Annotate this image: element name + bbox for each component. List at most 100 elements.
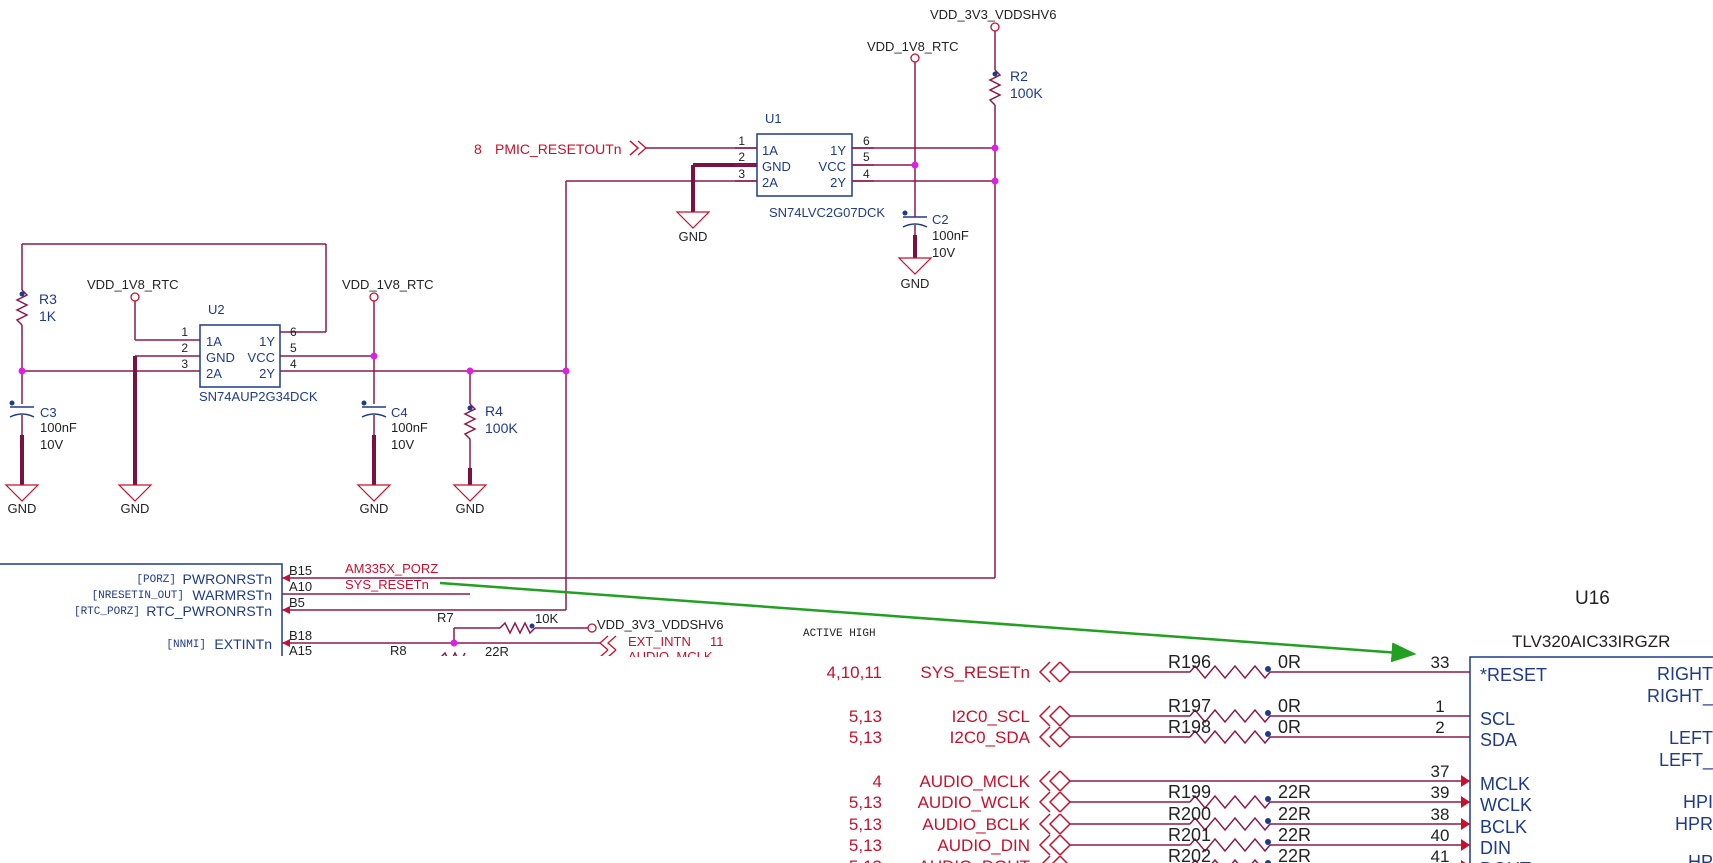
u1-pin-num-3: 3: [738, 167, 745, 181]
am335x-pin-rtcpwronrstn: RTC_PWRONRSTn: [146, 603, 272, 619]
u2-pin-name-3: 2A: [206, 366, 222, 381]
u16-chip[interactable]: [1469, 656, 1713, 863]
u16-pin-name: SCL: [1480, 709, 1515, 729]
codec-net-name[interactable]: AUDIO_DIN: [937, 836, 1030, 855]
u16-right-pin-label: LEFT: [1669, 728, 1713, 748]
u16-ref: U16: [1575, 588, 1610, 609]
codec-res-value: 0R: [1278, 696, 1301, 716]
codec-res-ref: R199: [1168, 782, 1211, 802]
c4-value: 100nF: [391, 420, 428, 435]
gnd-label-u2: GND: [121, 501, 150, 516]
crop-mask-left: [0, 656, 760, 863]
u16-pin-num: 38: [1431, 805, 1450, 824]
codec-net-name[interactable]: AUDIO_WCLK: [918, 793, 1031, 812]
codec-res-dot: [1265, 710, 1271, 716]
r3-ref: R3: [39, 291, 57, 307]
u1-pin-name-1: 1A: [762, 143, 778, 158]
r7-ref: R7: [437, 610, 454, 625]
net-am335x-porz[interactable]: AM335X_PORZ: [345, 561, 438, 576]
u1-pin-num-5: 5: [863, 150, 870, 164]
u2-chip[interactable]: [199, 324, 281, 388]
u2-ref: U2: [208, 302, 225, 317]
capacitor-shapes: [9, 216, 928, 418]
c4-voltage: 10V: [391, 437, 414, 452]
u1-pin-name-3: 2A: [762, 175, 778, 190]
r4-ref: R4: [485, 403, 503, 419]
u16-pin-num: 37: [1431, 762, 1450, 781]
u1-pin-name-6: 1Y: [830, 143, 846, 158]
u16-right-pin-label: RIGHT_: [1647, 686, 1713, 707]
codec-net-name[interactable]: AUDIO_DOUT: [919, 857, 1030, 863]
u16-pin-name: DOUT: [1480, 859, 1531, 863]
net-vdd1v8-u2-b: VDD_1V8_RTC: [342, 277, 434, 292]
resistor-dots: [19, 71, 998, 629]
codec-net-name[interactable]: AUDIO_MCLK: [919, 772, 1030, 791]
c3-voltage: 10V: [40, 437, 63, 452]
u16-pin-arrow: [1461, 839, 1470, 851]
r4-zigzag: [463, 403, 477, 468]
u16-right-pin-label: HP: [1688, 852, 1713, 863]
gnd-label-r4: GND: [456, 501, 485, 516]
net-audio-mclk-partial: AUDIO_MCLK: [628, 649, 713, 664]
ground-symbols: [4, 211, 933, 502]
codec-res-ref: R198: [1168, 717, 1211, 737]
ball-a15: A15: [289, 643, 312, 658]
codec-res-value: 22R: [1278, 846, 1311, 863]
net-ext-intn[interactable]: EXT_INTN: [628, 634, 691, 649]
r3-value: 1K: [39, 308, 57, 324]
codec-resistor: [1189, 708, 1271, 724]
codec-offpage-connector: [1038, 726, 1072, 748]
codec-resistor: [1189, 794, 1271, 810]
codec-net-ref: 5,13: [849, 707, 882, 726]
u1-chip[interactable]: [735, 133, 874, 197]
u2-pin-num-4: 4: [290, 357, 297, 371]
active-high-note: ACTIVE HIGH: [803, 628, 876, 640]
net-sys-resetn-left[interactable]: SYS_RESETn: [345, 577, 429, 592]
junction-dots: [18, 144, 999, 647]
codec-res-gap: [1190, 860, 1270, 863]
u16-pin-name: MCLK: [1480, 774, 1530, 794]
u2-pin-name-6: 1Y: [259, 334, 275, 349]
am335x-symbol[interactable]: [0, 563, 283, 660]
codec-res-ref: R202: [1168, 846, 1211, 863]
am335x-alias-porz: [PORZ]: [136, 574, 176, 586]
net-vdd3v3-top: VDD_3V3_VDDSHV6: [930, 7, 1056, 22]
pmic-ref: 8: [474, 141, 482, 157]
u16-part: TLV320AIC33IRGZR: [1512, 632, 1670, 651]
u2-pin-name-5: VCC: [248, 350, 275, 365]
net-vdd1v8-u2-a: VDD_1V8_RTC: [87, 277, 179, 292]
pmic-net-label[interactable]: PMIC_RESETOUTn: [495, 141, 622, 157]
u2-pin-num-6: 6: [290, 325, 297, 339]
ball-b5: B5: [289, 595, 305, 610]
gnd-label-u1: GND: [679, 229, 708, 244]
codec-net-name[interactable]: I2C0_SDA: [950, 728, 1031, 747]
u16-pin-num: 33: [1431, 653, 1450, 672]
c3-value: 100nF: [40, 420, 77, 435]
u1-pin-num-1: 1: [738, 134, 745, 148]
u16-pin-name: *RESET: [1480, 665, 1547, 685]
codec-res-value: 0R: [1278, 652, 1301, 672]
r3-zigzag: [15, 289, 29, 326]
codec-net-name[interactable]: SYS_RESETn: [920, 663, 1030, 682]
codec-res-value: 0R: [1278, 717, 1301, 737]
u16-pin-num: 40: [1431, 826, 1450, 845]
ball-b15: B15: [289, 563, 312, 578]
r2-ref: R2: [1010, 68, 1028, 84]
codec-net-ref: 4,10,11: [827, 663, 882, 682]
am335x-pin-pwronrstn: PWRONRSTn: [183, 571, 272, 587]
codec-net-name[interactable]: I2C0_SCL: [952, 707, 1030, 726]
power-flags: [130, 22, 1000, 633]
ext-intn-offpage: [599, 635, 617, 651]
codec-offpage-connector: [1038, 834, 1072, 856]
capacitor-dots: [9, 210, 908, 406]
ball-b18: B18: [289, 628, 312, 643]
u1-pin-name-4: 2Y: [830, 175, 846, 190]
u2-pin-num-5: 5: [290, 341, 297, 355]
u1-pin-num-6: 6: [863, 134, 870, 148]
codec-net-name[interactable]: AUDIO_BCLK: [922, 815, 1030, 834]
net-vdd1v8-u1: VDD_1V8_RTC: [867, 39, 959, 54]
codec-res-dot: [1265, 731, 1271, 737]
c2-voltage: 10V: [932, 245, 955, 260]
u2-pin-num-3: 3: [181, 357, 188, 371]
codec-offpage-connector: [1038, 705, 1072, 727]
